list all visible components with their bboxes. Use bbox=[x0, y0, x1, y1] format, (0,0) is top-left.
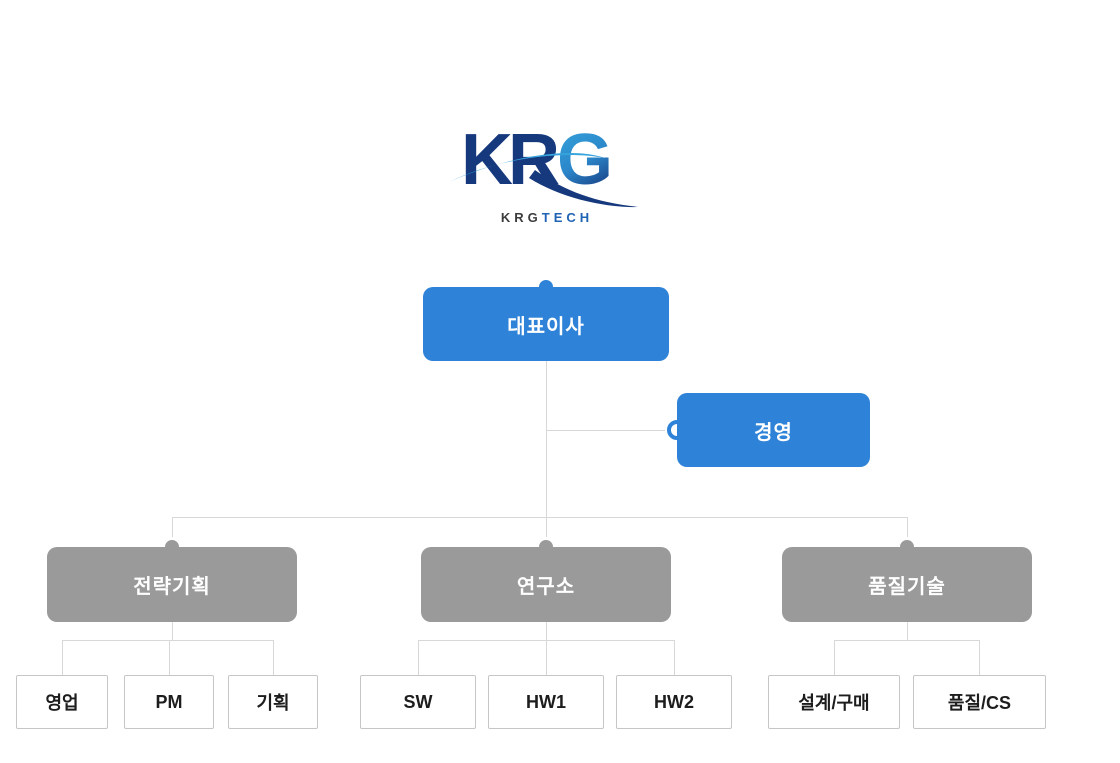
logo-letter-g: G bbox=[557, 120, 613, 200]
connector-drop-research-lab bbox=[546, 517, 547, 547]
node-design-purchasing: 설계/구매 bbox=[768, 675, 900, 729]
node-design-purchasing-label: 설계/구매 bbox=[798, 693, 870, 713]
node-research-lab: 연구소 bbox=[421, 547, 671, 622]
node-pm-label: PM bbox=[155, 691, 183, 712]
logo-letters-kr: KR bbox=[461, 120, 559, 200]
node-management: 경영 bbox=[677, 393, 870, 467]
connector-child-drop-sw bbox=[418, 640, 419, 675]
node-hw1-label: HW1 bbox=[526, 691, 566, 712]
logo-subtext: KRGTECH bbox=[447, 210, 647, 225]
node-strategic-planning-label: 전략기획 bbox=[133, 576, 211, 598]
connector-child-drop-hw1 bbox=[546, 640, 547, 675]
node-ceo: 대표이사 bbox=[423, 287, 669, 361]
connector-sub-horizontal-strategic-planning bbox=[62, 640, 273, 641]
connector-child-drop-sales bbox=[62, 640, 63, 675]
logo-subtext-tech: TECH bbox=[541, 210, 594, 225]
connector-stem-quality-tech bbox=[907, 622, 908, 640]
connector-child-drop-design-purchasing bbox=[834, 640, 835, 675]
node-research-lab-label: 연구소 bbox=[516, 576, 576, 598]
logo-subtext-krg: KRG bbox=[500, 210, 542, 225]
node-hw2-label: HW2 bbox=[654, 691, 694, 712]
connector-stem-strategic-planning bbox=[172, 622, 173, 640]
node-planning-label: 기획 bbox=[256, 693, 290, 713]
node-pm: PM bbox=[124, 675, 214, 729]
connector-child-drop-quality-cs bbox=[979, 640, 980, 675]
node-quality-tech: 품질기술 bbox=[782, 547, 1032, 622]
node-quality-tech-label: 품질기술 bbox=[868, 576, 946, 598]
node-hw2: HW2 bbox=[616, 675, 732, 729]
node-quality-cs: 품질/CS bbox=[913, 675, 1046, 729]
connector-child-drop-planning bbox=[273, 640, 274, 675]
node-sw-label: SW bbox=[403, 691, 433, 712]
krg-logo: KR G KRGTECH bbox=[447, 112, 647, 227]
node-quality-cs-label: 품질/CS bbox=[947, 693, 1012, 713]
node-strategic-planning: 전략기획 bbox=[47, 547, 297, 622]
node-sales-label: 영업 bbox=[45, 693, 79, 713]
connector-trunk bbox=[546, 361, 547, 517]
node-hw1: HW1 bbox=[488, 675, 604, 729]
node-sales: 영업 bbox=[16, 675, 108, 729]
connector-stem-research-lab bbox=[546, 622, 547, 640]
logo-swoosh-navy-icon bbox=[529, 170, 639, 208]
connector-child-drop-hw2 bbox=[674, 640, 675, 675]
connector-drop-strategic-planning bbox=[172, 517, 173, 547]
node-ceo-label: 대표이사 bbox=[507, 315, 585, 338]
node-management-label: 경영 bbox=[754, 421, 793, 444]
krg-logo-mark: KR G bbox=[449, 120, 639, 208]
connector-sub-horizontal-quality-tech bbox=[834, 640, 979, 641]
connector-child-drop-pm bbox=[169, 640, 170, 675]
node-planning: 기획 bbox=[228, 675, 318, 729]
connector-drop-quality-tech bbox=[907, 517, 908, 547]
connector-main-horizontal bbox=[172, 517, 907, 518]
node-sw: SW bbox=[360, 675, 476, 729]
connector-management-branch bbox=[546, 430, 677, 431]
